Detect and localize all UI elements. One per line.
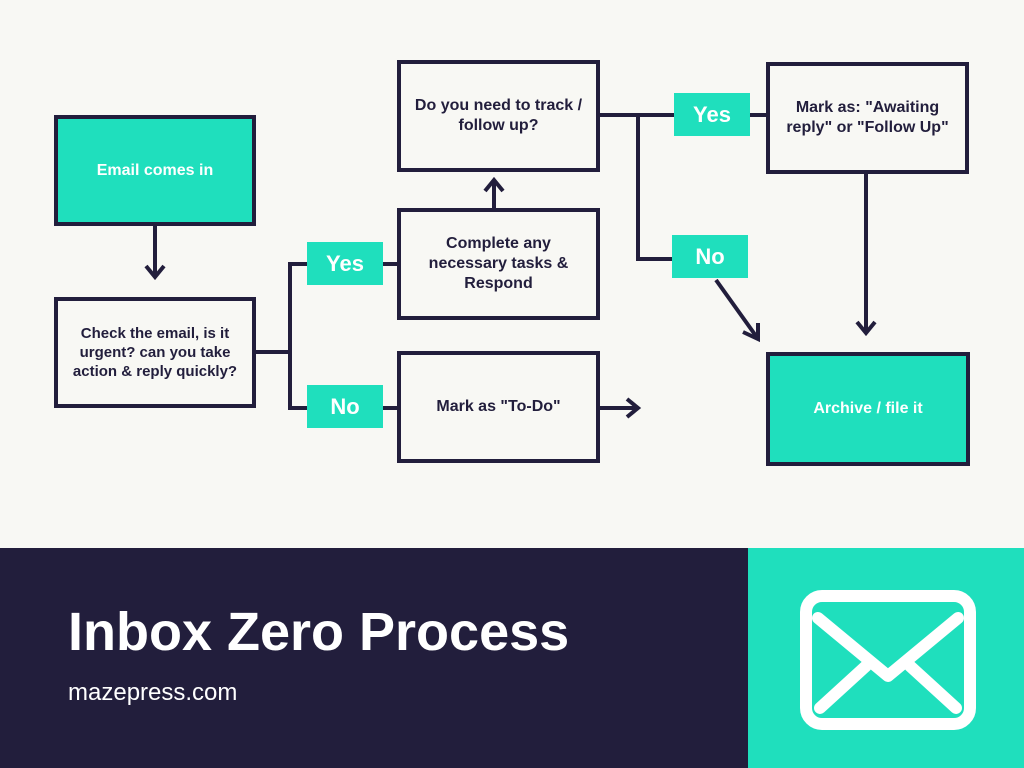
node-mark-todo: Mark as "To-Do" xyxy=(397,351,600,463)
node-archive: Archive / file it xyxy=(766,352,970,466)
site-url: mazepress.com xyxy=(68,679,238,706)
node-track-followup: Do you need to track / follow up? xyxy=(397,60,600,172)
arrowhead-no-to-archive xyxy=(742,323,760,343)
badge-urgent-yes: Yes xyxy=(307,242,383,285)
page-title: Inbox Zero Process xyxy=(68,602,570,662)
badge-track-yes: Yes xyxy=(674,93,750,136)
arrowhead-email-to-check xyxy=(144,264,166,281)
badge-track-no: No xyxy=(672,235,748,278)
node-mark-awaiting-label: Mark as: "Awaiting reply" or "Follow Up" xyxy=(786,99,949,136)
badge-urgent-no: No xyxy=(307,385,383,428)
icon-panel xyxy=(748,548,1024,768)
arrowhead-todo-out xyxy=(625,397,642,419)
node-mark-todo-label: Mark as "To-Do" xyxy=(436,398,561,415)
footer-banner: Inbox Zero Process mazepress.com xyxy=(0,548,748,768)
node-email-comes-in: Email comes in xyxy=(54,115,256,226)
connector-no-to-archive xyxy=(714,278,758,338)
arrowhead-complete-to-track xyxy=(483,176,505,193)
node-track-followup-label: Do you need to track / follow up? xyxy=(414,97,583,134)
node-email-comes-in-label: Email comes in xyxy=(96,161,214,179)
connector-track-to-no xyxy=(636,115,672,261)
connector-split-branch xyxy=(288,262,307,410)
flowchart-connectors xyxy=(144,113,877,419)
node-complete-tasks-label: Complete any necessary tasks & Respond xyxy=(428,235,569,292)
arrowhead-awaiting-to-archive xyxy=(855,320,877,337)
node-complete-tasks: Complete any necessary tasks & Respond xyxy=(397,208,600,320)
node-check-email: Check the email, is it urgent? can you t… xyxy=(54,297,256,408)
node-check-email-label: Check the email, is it urgent? can you t… xyxy=(72,325,238,380)
envelope-icon xyxy=(800,590,976,730)
flowchart: Email comes in Check the email, is it ur… xyxy=(54,60,970,466)
node-mark-awaiting: Mark as: "Awaiting reply" or "Follow Up" xyxy=(766,62,969,174)
node-archive-label: Archive / file it xyxy=(813,400,923,417)
